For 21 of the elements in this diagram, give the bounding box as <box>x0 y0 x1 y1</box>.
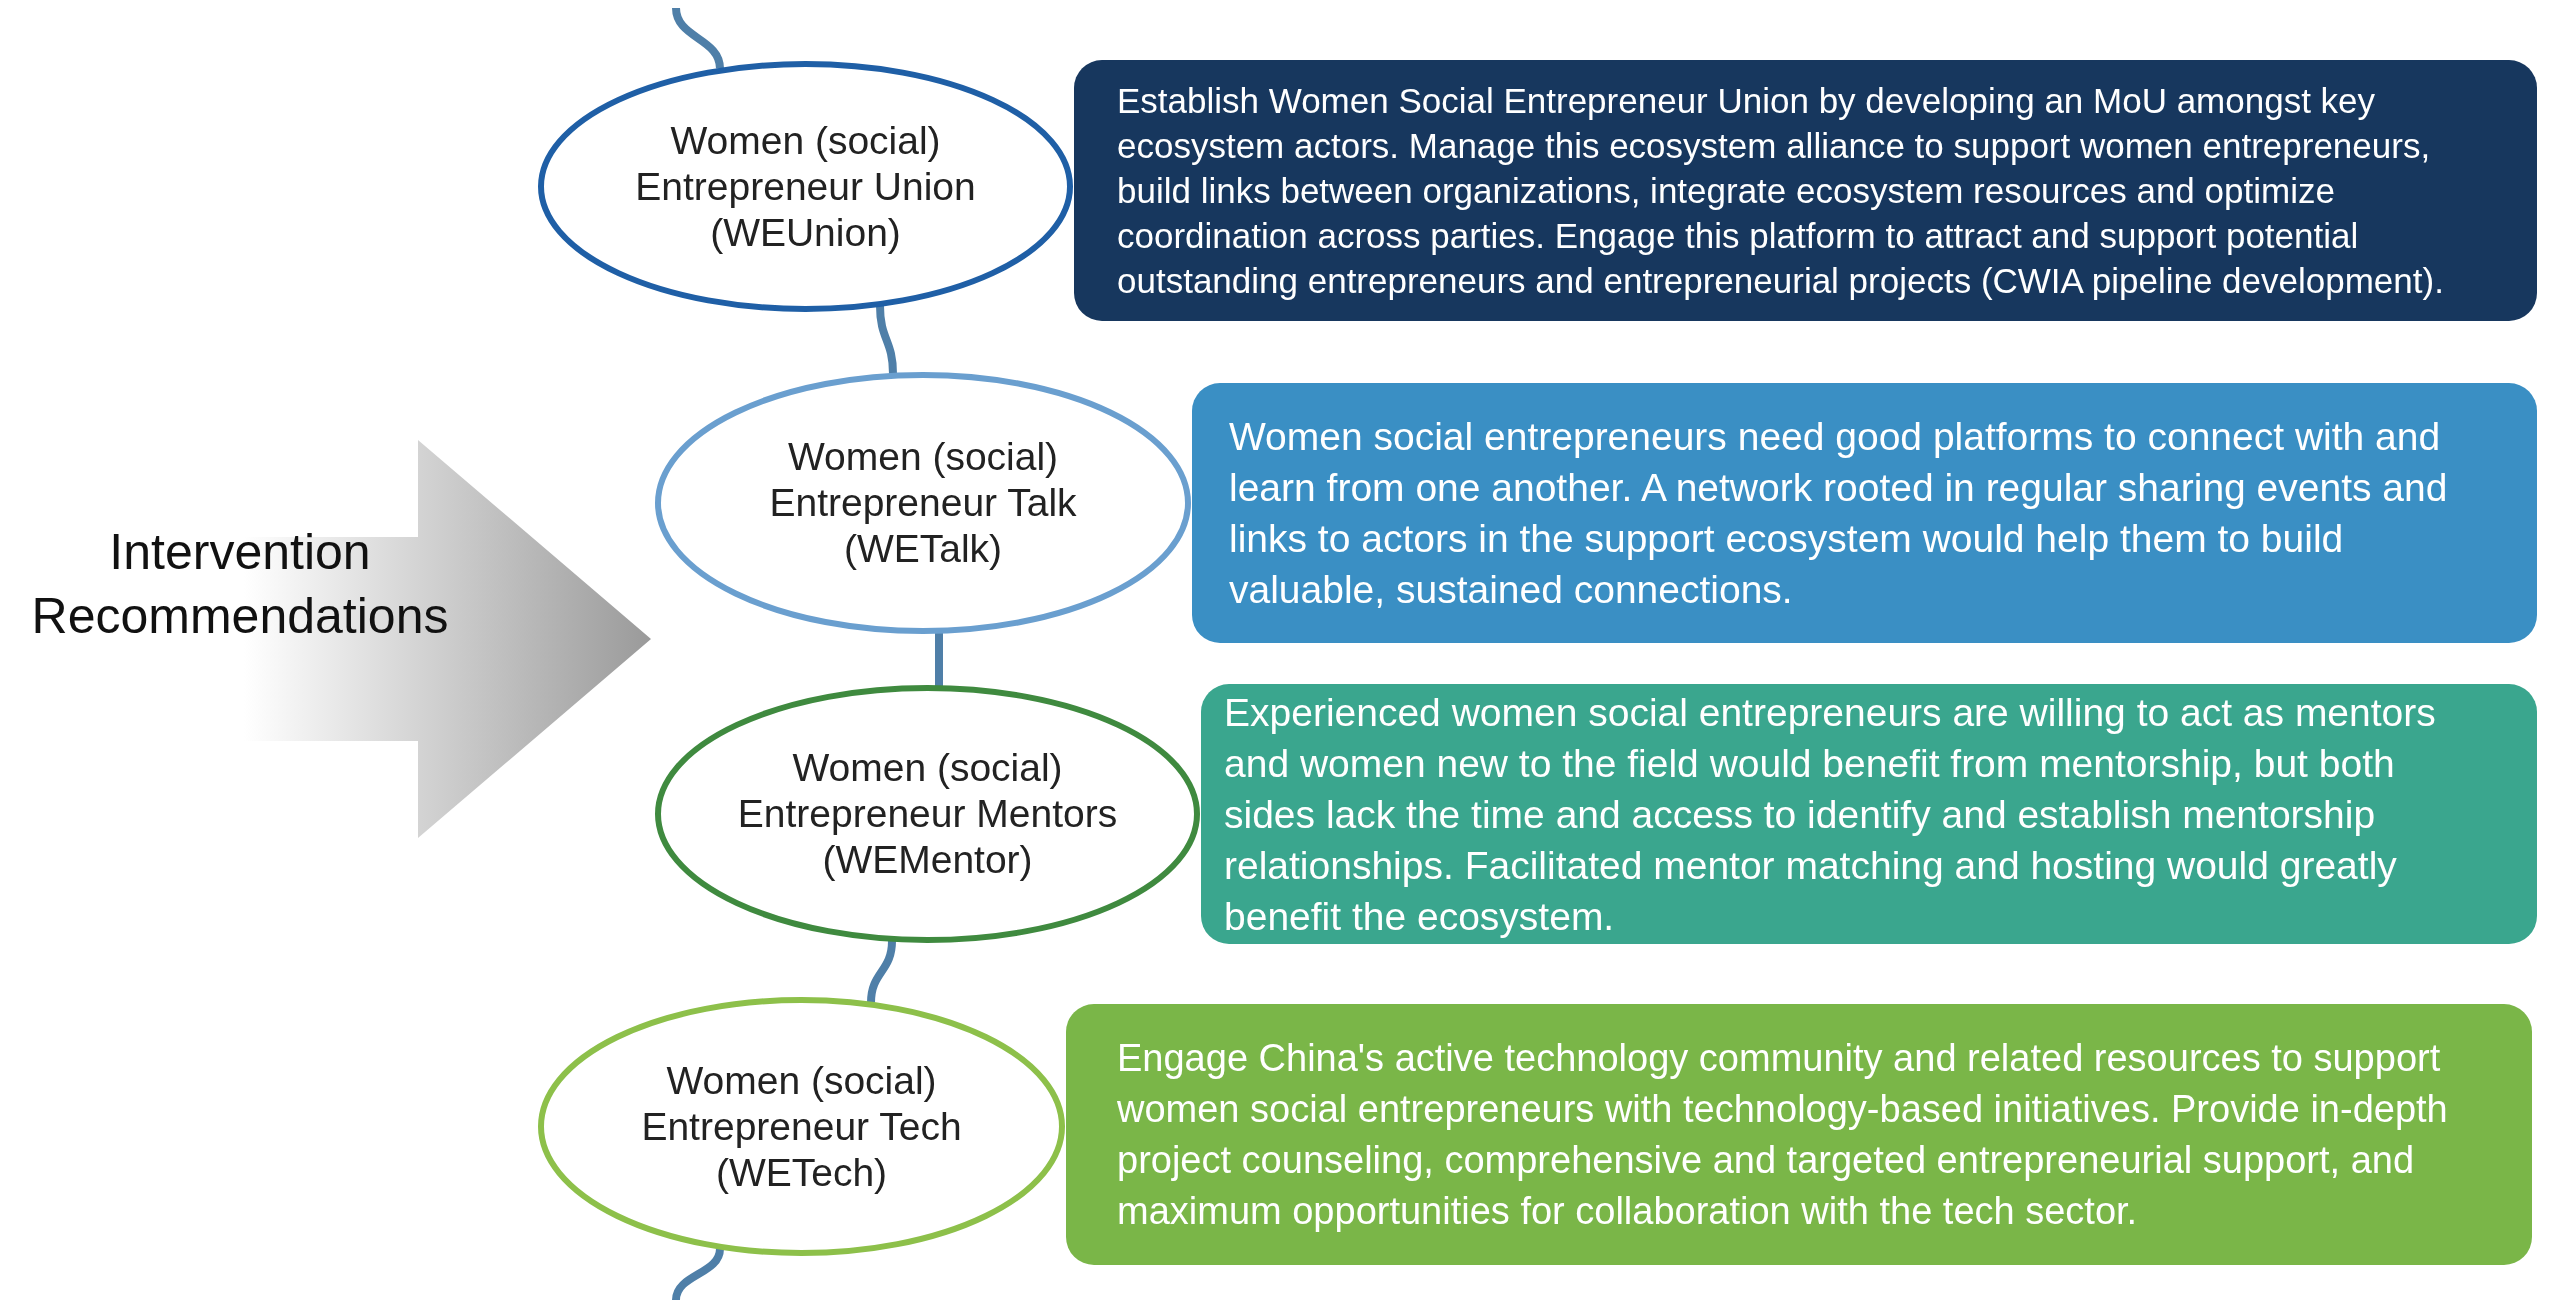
oval-label <box>537 60 1074 313</box>
connector-line <box>876 305 897 374</box>
oval-label-text: Women (social) Entrepreneur Union (WEUnion) <box>634 117 977 256</box>
oval-label <box>654 684 1201 944</box>
description-panel <box>1066 1004 2532 1265</box>
oval-label <box>654 371 1192 635</box>
description-text: Engage China's active technology community and related resources to support women social entrepreneurs with technology-based initiatives. Provide in-depth project counseling, comprehensive and targeted entrepreneurial support, and maximum opportunities for collaboration with the tech sector. <box>1117 1035 2449 1234</box>
description-text: Women social entrepreneurs need good platforms to connect with and learn from one another. A network rooted in regular sharing events and links to actors in the support ecosystem would help them to build valuable, sustained connections. <box>1229 414 2449 613</box>
description-text: Experienced women social entrepreneurs are willing to act as mentors and women new to the field would benefit from mentorship, but both sides lack the time and access to identify and establish mentorship relationships. Facilitated mentor matching and hosting would greatly benefit the ecosystem. <box>1224 689 2437 940</box>
arrow-label: Intervention Recommendations <box>30 523 450 646</box>
connector-line <box>935 632 943 687</box>
connector-line <box>672 1248 724 1301</box>
description-text: Establish Women Social Entrepreneur Union by developing an MoU amongst key ecosystem actors. Manage this ecosystem alliance to support women entrepreneurs, build links between organizations, integrate ecosystem resources and optimize coordination across parties. Engage this platform to attract and support potential outstanding entrepreneurs and entrepreneurial projects (CWIA pipeline development). <box>1117 80 2445 302</box>
oval-label-text: Women (social) Entrepreneur Talk (WETalk) <box>768 434 1078 572</box>
description-panel <box>1074 60 2537 321</box>
oval-label <box>537 996 1066 1257</box>
description-panel <box>1192 383 2537 643</box>
connector-line <box>867 940 896 1003</box>
oval-label-text: Women (social) Entrepreneur Mentors (WEMentor) <box>736 745 1119 883</box>
oval-label-text: Women (social) Entrepreneur Tech (WETech) <box>640 1057 963 1196</box>
connector-line <box>672 7 724 70</box>
